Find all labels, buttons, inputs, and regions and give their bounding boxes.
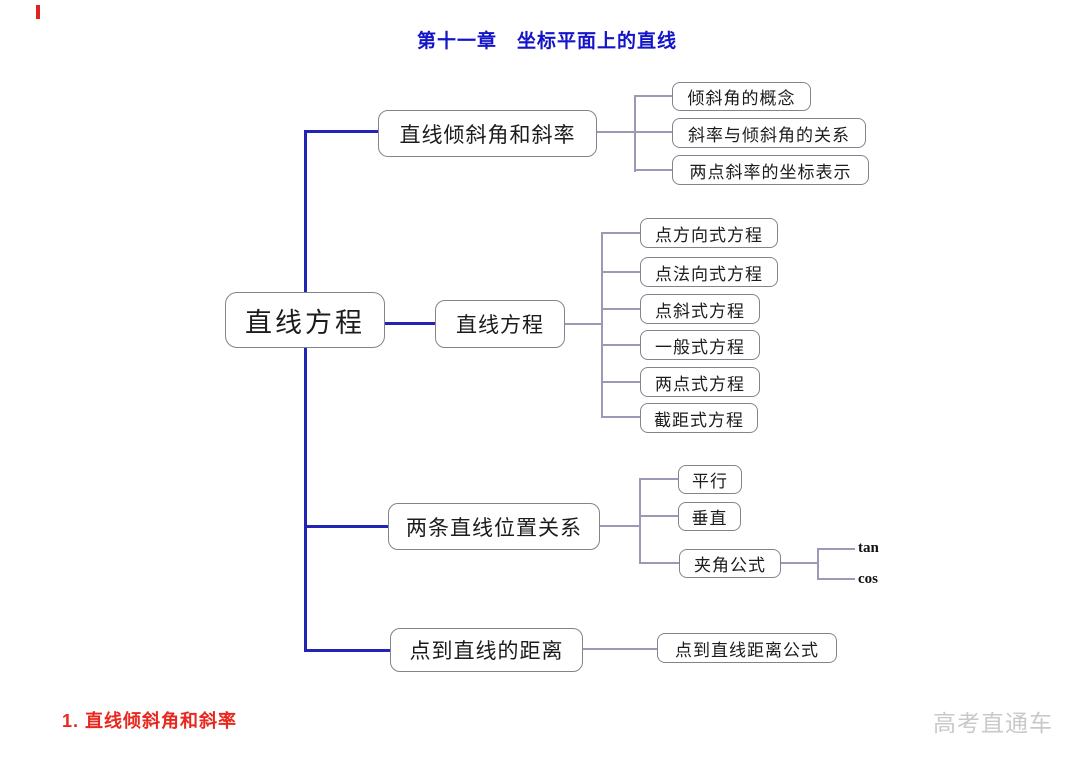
child-connector (601, 232, 603, 418)
red-dash-mark (36, 5, 40, 19)
branch3-connector (304, 525, 390, 528)
label-tan-formula: tan (858, 540, 879, 556)
leaf-node-two-point-slope-coordinates: 两点斜率的坐标表示 (672, 155, 869, 185)
leaf-node-perpendicular: 垂直 (678, 502, 741, 531)
branch-node-two-lines-position: 两条直线位置关系 (388, 503, 600, 550)
branch4-connector (304, 649, 392, 652)
grandchild-connector (817, 578, 855, 580)
child-connector (601, 271, 640, 273)
watermark: 高考直通车 (933, 711, 1053, 736)
child-connector (565, 323, 602, 325)
leaf-node-inclination-concept: 倾斜角的概念 (672, 82, 811, 111)
child-connector (601, 232, 640, 234)
leaf-node-two-point-form: 两点式方程 (640, 367, 760, 397)
label-cos-formula: cos (858, 571, 878, 587)
child-connector (600, 525, 639, 527)
leaf-node-point-line-distance-formula: 点到直线距离公式 (657, 633, 837, 663)
child-connector (639, 562, 679, 564)
child-connector (634, 169, 672, 171)
leaf-node-angle-formula: 夹角公式 (679, 549, 781, 578)
child-connector (639, 515, 678, 517)
leaf-node-slope-inclination-relation: 斜率与倾斜角的关系 (672, 118, 866, 148)
child-connector (601, 381, 640, 383)
leaf-node-point-direction-form: 点方向式方程 (640, 218, 778, 248)
root-node-line-equations: 直线方程 (225, 292, 385, 348)
child-connector (601, 308, 640, 310)
leaf-node-point-normal-form: 点法向式方程 (640, 257, 778, 287)
branch-node-point-to-line-distance: 点到直线的距离 (390, 628, 583, 672)
child-connector (639, 478, 678, 480)
grandchild-connector (817, 548, 819, 580)
child-connector (601, 344, 640, 346)
child-connector (634, 95, 672, 97)
branch2-connector (385, 322, 435, 325)
spine-line (304, 130, 307, 652)
branch1-connector (304, 130, 380, 133)
section-heading: 1. 直线倾斜角和斜率 (62, 711, 238, 731)
grandchild-connector (817, 548, 855, 550)
page-title: 第十一章 坐标平面上的直线 (417, 31, 678, 52)
grandchild-connector (781, 562, 817, 564)
child-connector (639, 478, 641, 564)
leaf-node-parallel: 平行 (678, 465, 742, 494)
branch-node-line-equations: 直线方程 (435, 300, 565, 348)
child-connector (601, 416, 640, 418)
leaf-node-general-form: 一般式方程 (640, 330, 760, 360)
branch-node-inclination-and-slope: 直线倾斜角和斜率 (378, 110, 597, 157)
leaf-node-point-slope-form: 点斜式方程 (640, 294, 760, 324)
child-connector (634, 95, 636, 172)
child-connector (583, 648, 657, 650)
leaf-node-intercept-form: 截距式方程 (640, 403, 758, 433)
